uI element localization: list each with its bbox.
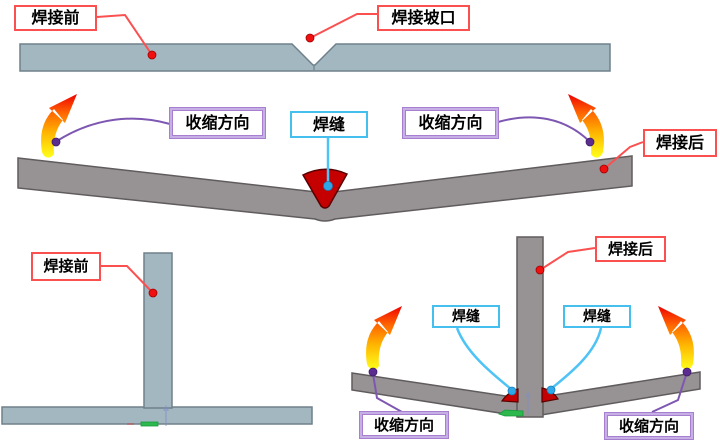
leader-before-weld-bottom [101,265,154,294]
leader-after-weld-mid [603,141,644,170]
purple-dot-mid-right [585,137,595,147]
plate-before-welding [19,43,611,72]
red-dot-after-weld-mid [599,164,609,174]
label-weld-groove: 焊接坡口 [377,5,470,31]
label-before-weld-bottom: 焊接前 [31,252,101,281]
shrink-arrow-bottom-right [658,306,694,370]
label-weld-seam-bottom-right: 焊缝 [563,305,631,328]
t-base-plate-before [1,406,313,425]
leader-shrink-mid-left [56,117,171,142]
green-origin-marker-after [498,409,524,417]
red-dot-before-weld-bottom [148,288,158,298]
label-after-weld-bottom: 焊接后 [595,236,666,262]
leader-shrink-bottom-right [651,371,688,413]
purple-dot-mid-left [51,137,61,147]
t-web-plate-after [516,236,544,418]
label-weld-seam-mid: 焊缝 [290,111,368,138]
label-after-weld-mid: 焊接后 [643,129,717,157]
blue-axis-marker-after [525,391,531,414]
label-shrink-direction-bottom-left: 收缩方向 [360,412,448,438]
shrink-arrow-mid-left [41,94,77,158]
leader-weld-seam-right [551,327,603,389]
red-dot-after-weld-bottom [535,265,545,275]
red-dot-weld-groove [305,33,315,43]
purple-dot-bottom-right [682,367,692,377]
leader-before-weld-top [96,13,153,56]
leader-shrink-mid-right [497,116,590,142]
blue-axis-marker-before [163,405,169,426]
label-shrink-direction-mid-right: 收缩方向 [403,108,498,138]
leader-shrink-bottom-left [372,373,403,413]
t-web-plate-before [143,252,173,409]
label-before-weld-top: 焊接前 [14,5,97,31]
cyan-dot-weld-right [546,385,556,395]
label-shrink-direction-mid-left: 收缩方向 [170,108,265,138]
green-origin-marker-before [140,421,159,427]
purple-dot-bottom-left [368,367,378,377]
label-shrink-direction-bottom-right: 收缩方向 [605,413,693,439]
cyan-dot-weld-left [507,386,517,396]
leader-weld-seam-left [455,327,512,390]
cyan-dot-weld-mid [323,181,333,191]
shrink-arrow-mid-right [568,94,604,158]
red-dot-before-weld-top [147,50,157,60]
shrink-arrow-bottom-left [366,306,402,370]
label-weld-seam-bottom-left: 焊缝 [432,305,500,328]
leader-after-weld-bottom [539,247,596,271]
leader-weld-groove [309,13,378,39]
